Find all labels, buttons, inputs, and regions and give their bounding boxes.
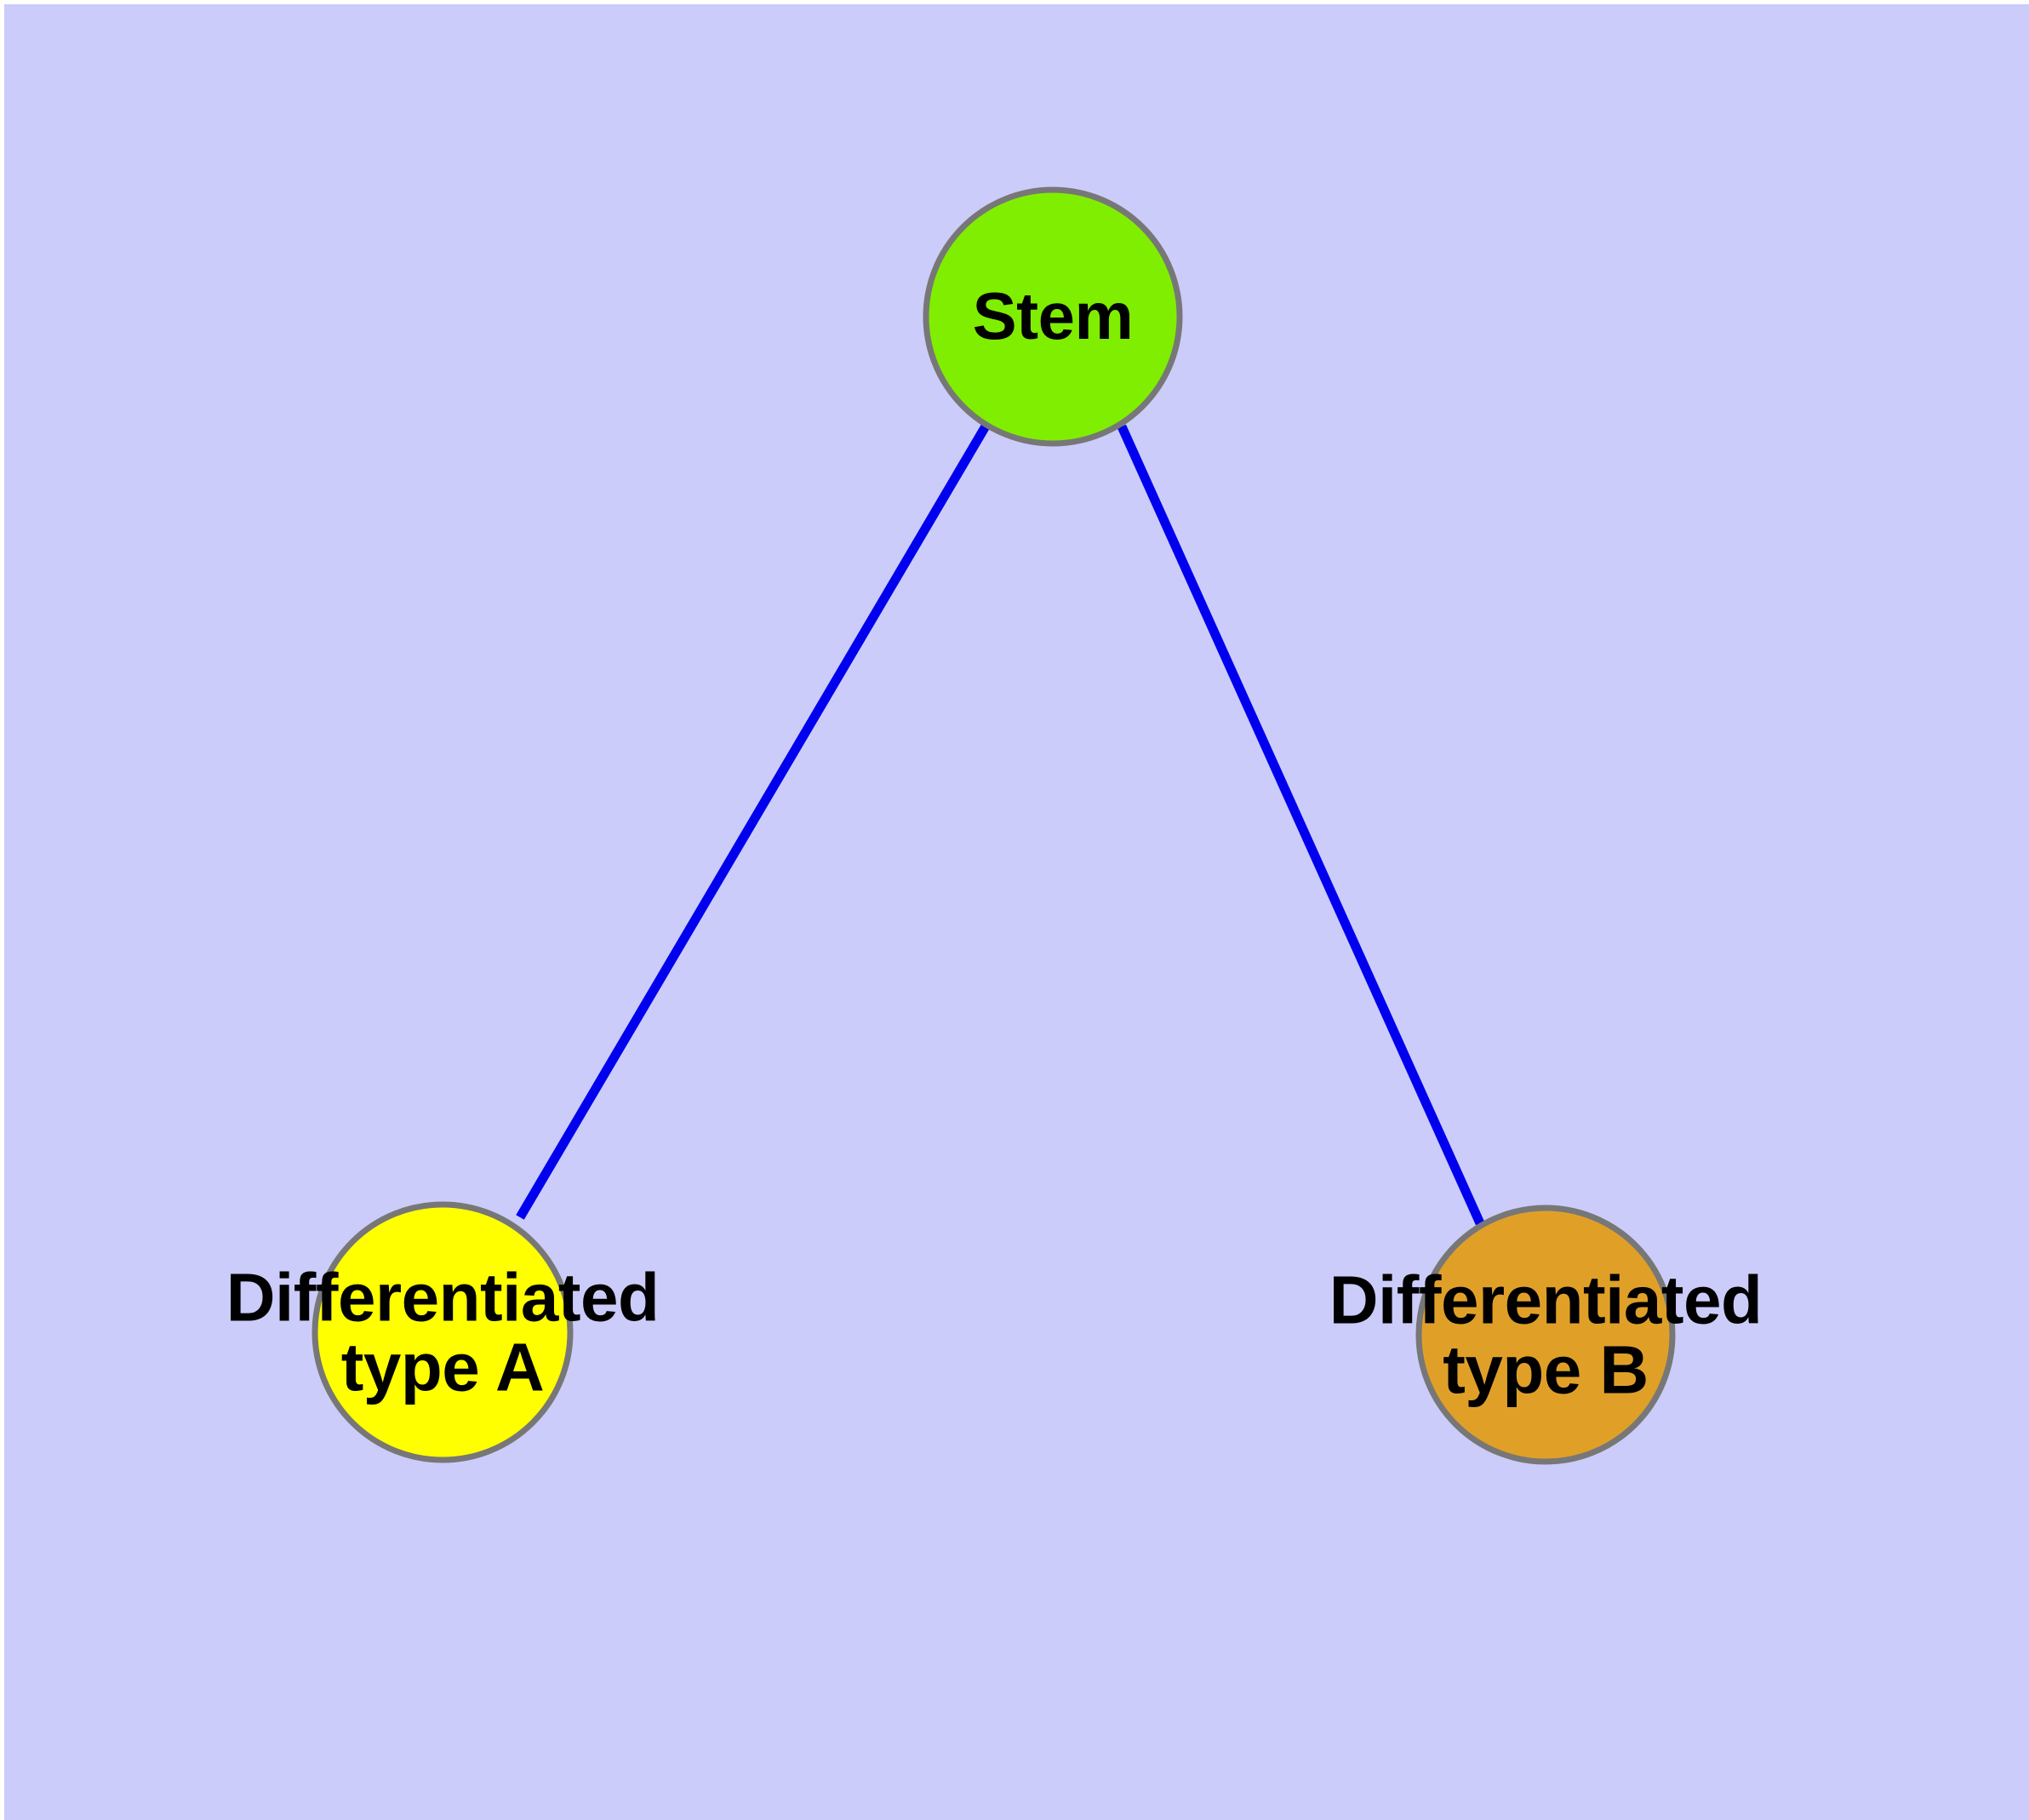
edge-stem-to-diff-a[interactable] — [516, 422, 991, 1220]
node-circle-diff-a[interactable] — [311, 1201, 574, 1463]
node-layer — [311, 186, 1676, 1465]
edge-layer — [516, 422, 1485, 1226]
node-circle-stem[interactable] — [923, 186, 1183, 447]
node-circle-diff-b[interactable] — [1415, 1205, 1676, 1465]
edge-stem-to-diff-b[interactable] — [1117, 424, 1485, 1226]
